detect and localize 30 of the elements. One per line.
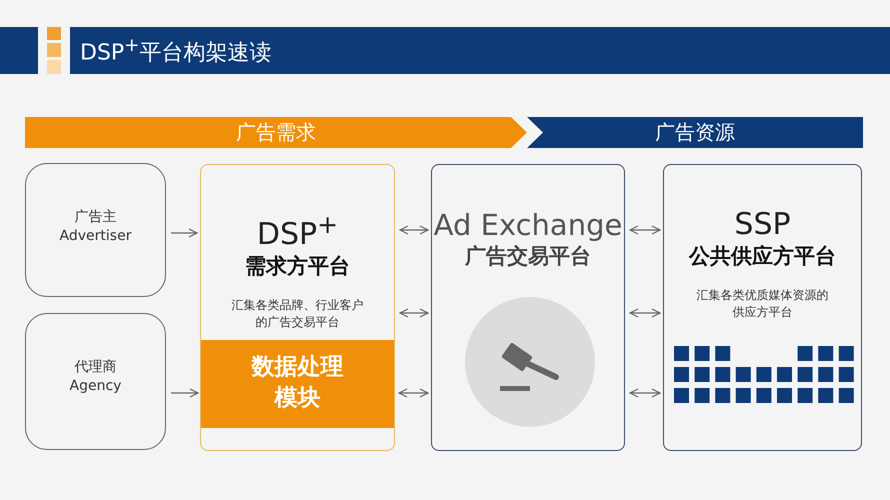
panel-subtitle: 公共供应方平台: [688, 243, 837, 269]
page-title: DSP$^{+}$平台构架速读: [80, 35, 272, 68]
arrow: [629, 225, 661, 235]
module-label: 数据处理模块: [250, 353, 344, 413]
arrow: [629, 308, 661, 318]
arrow: [398, 388, 429, 398]
panel-title: DSP$^{+}$: [256, 209, 340, 253]
arrow: [399, 308, 429, 318]
panel-subtitle: 需求方平台: [244, 253, 351, 279]
panel-description: 汇集各类优质媒体资源的供应方平台: [696, 287, 830, 321]
platform-panel: [663, 164, 862, 451]
panel-description: 汇集各类品牌、行业客户的广告交易平台: [231, 297, 364, 331]
banner-label: 广告资源: [654, 119, 736, 146]
platform-panel: [200, 164, 395, 451]
panel-subtitle: 广告交易平台: [464, 243, 592, 269]
panel-title: SSP: [733, 207, 792, 243]
box-label: 代理商 Agency: [68, 358, 122, 396]
banner-label: 广告需求: [235, 119, 317, 146]
arrow: [171, 228, 198, 238]
box-label: 广告主 Advertiser: [58, 208, 132, 246]
arrow: [629, 388, 661, 398]
panel-title: Ad Exchange: [432, 207, 624, 243]
banner-chevron: [527, 117, 863, 148]
rounded-box: [25, 163, 166, 297]
arrow: [399, 225, 429, 235]
banner: [25, 117, 527, 148]
arrow: [171, 388, 199, 398]
module-block: [201, 340, 394, 428]
platform-panel: [431, 164, 625, 451]
rounded-box: [25, 313, 166, 450]
